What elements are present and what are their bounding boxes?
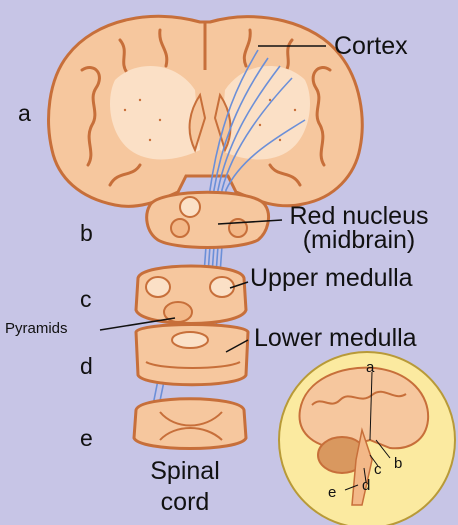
red-nucleus-left: [170, 218, 190, 238]
inset-letter-b: b: [394, 455, 403, 472]
label-pyramids: Pyramids: [5, 320, 68, 337]
section-letter-e: e: [80, 425, 93, 451]
upper-medulla-nucleus: [209, 276, 235, 298]
cerebrum-section: [47, 14, 364, 208]
label-upper-medulla: Upper medulla: [250, 264, 413, 292]
tract-fiber: [207, 65, 281, 331]
label-cortex: Cortex: [334, 32, 408, 60]
leader-lines: [99, 45, 326, 353]
inset-letter-d: d: [362, 477, 371, 494]
tract-fiber: [215, 119, 306, 331]
label-cord: cord: [160, 488, 210, 516]
white-matter-right: [220, 66, 310, 160]
inset-brain: [278, 351, 456, 525]
white-matter-left: [110, 66, 200, 160]
inset-letter-e: e: [328, 484, 337, 501]
pyramid-left: [163, 301, 193, 323]
tract-fiber: [211, 77, 293, 331]
label-spinal: Spinal: [150, 457, 220, 485]
spinal-cord-section: [132, 397, 248, 450]
lower-medulla-section: [134, 323, 250, 387]
upper-medulla-leader: [229, 281, 249, 289]
spinal-cord-outline: [132, 397, 248, 450]
tract-fiber: [203, 57, 269, 331]
inset-letter-c: c: [374, 461, 382, 478]
inset-gyri: [311, 390, 407, 406]
red-nucleus-leader: [217, 219, 283, 225]
label-red-nucleus: Red nucleus: [289, 202, 429, 230]
lower-medulla-canal: [171, 331, 209, 349]
corticospinal-tract: [149, 49, 306, 421]
midbrain-outline: [145, 190, 270, 249]
section-letter-a: a: [18, 100, 31, 126]
upper-medulla-section: [134, 264, 248, 325]
label-lower-medulla: Lower medulla: [254, 324, 417, 352]
spinal-grey-matter: [159, 411, 223, 441]
section-letter-c: c: [80, 286, 92, 312]
tissue-speckles: [123, 98, 297, 142]
lower-medulla-leader: [225, 339, 249, 353]
upper-medulla-nucleus: [145, 276, 171, 298]
lower-medulla-outline: [134, 323, 250, 387]
label-midbrain: (midbrain): [302, 226, 416, 254]
tract-fiber: [199, 49, 259, 331]
cerebrum-outline: [47, 14, 364, 208]
midbrain-section: [145, 190, 270, 249]
cortical-gyri: [80, 28, 332, 187]
inset-section-lines: [344, 371, 391, 491]
inset-letter-a: a: [366, 359, 375, 376]
midbrain-aqueduct: [179, 196, 201, 218]
section-letter-b: b: [80, 220, 93, 246]
lower-medulla-border: [145, 361, 241, 369]
pyramids-leader: [99, 317, 176, 331]
section-letter-d: d: [80, 353, 93, 379]
